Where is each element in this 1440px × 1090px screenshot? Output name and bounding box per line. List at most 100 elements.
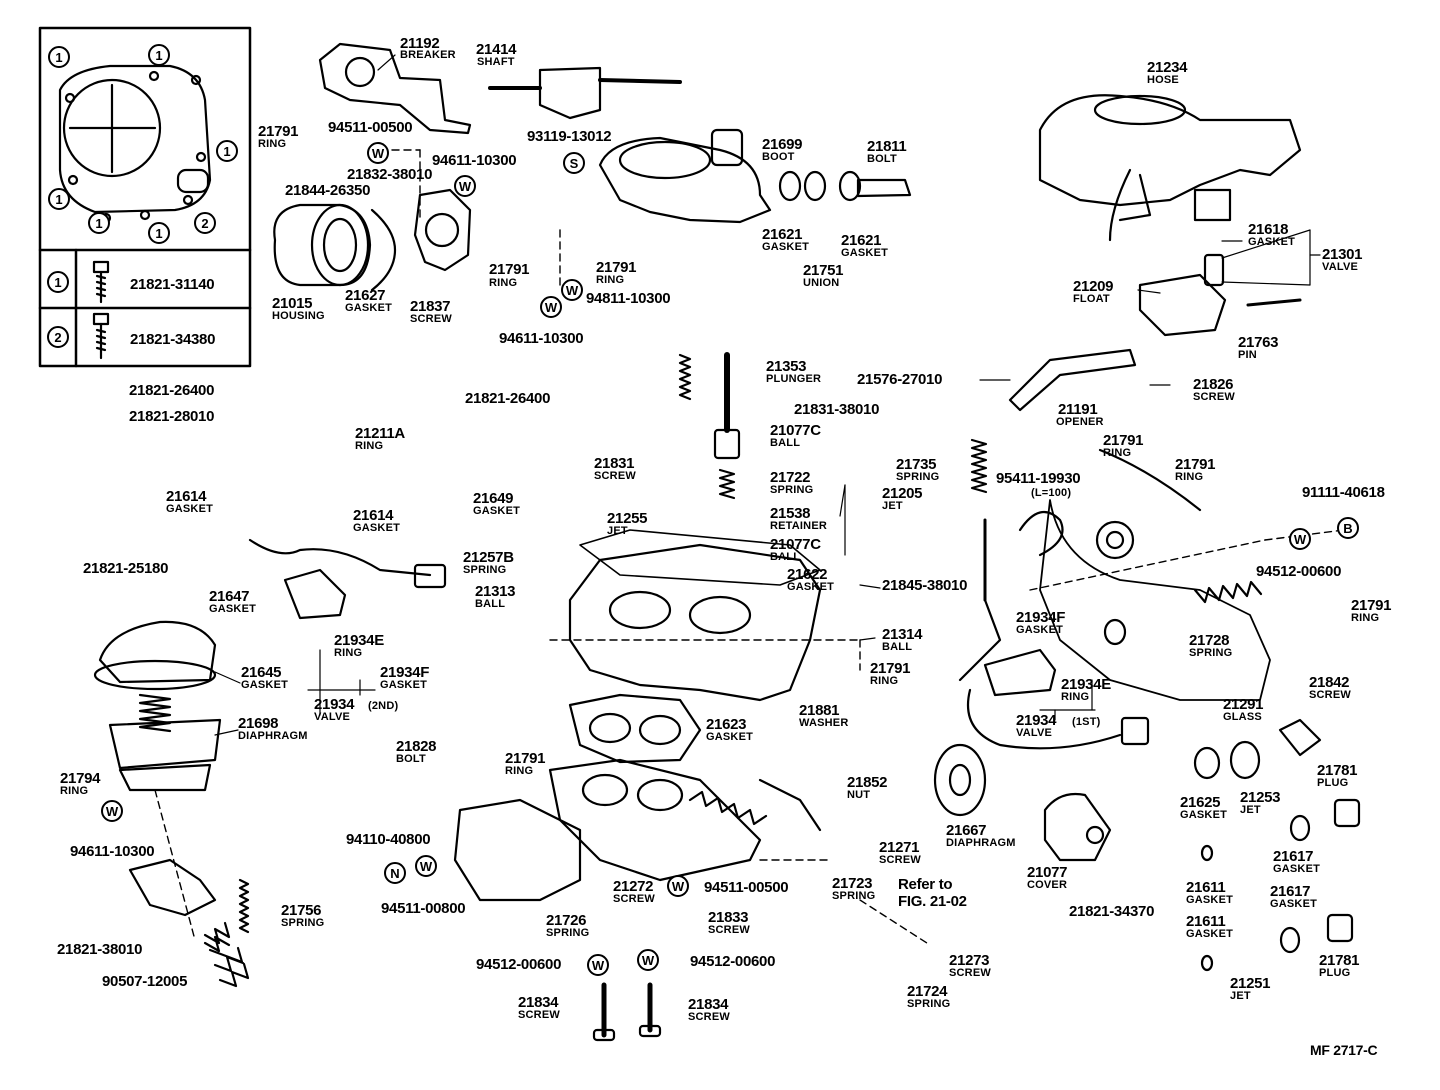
part-name-jet: JET [1240,804,1261,816]
part-label-21728: 21728 [1189,632,1230,649]
part-label-21192: 21192 [400,35,440,52]
part-label-21791-e: 21791 [1175,456,1216,473]
part-label-21191: 21191 [1058,401,1098,418]
part-label-21272: 21272 [613,878,654,895]
refer-to-figure: FIG. 21-02 [898,893,967,910]
part-label-21791-h: 21791 [505,750,546,767]
part-label-21791-c: 21791 [596,259,637,276]
part-label-21649: 21649 [473,490,514,507]
throttle-body-flange-outline [58,64,212,214]
inset-callout-1: 1 [216,140,238,162]
part-name-screw: SCREW [613,893,655,905]
nut-marker: N [384,862,406,884]
part-name-gasket: GASKET [473,505,521,517]
part-label-21625: 21625 [1180,794,1221,811]
part-label-21934e: 21934E [334,632,384,649]
bolt-21821-34380-drawing [92,312,110,360]
inset-key-2: 2 [47,326,69,348]
part-name-valve: VALVE [1322,261,1359,273]
part-name-screw: SCREW [688,1011,730,1023]
washer-marker: W [454,175,476,197]
part-label-21209: 21209 [1073,278,1114,295]
part-name-gasket: GASKET [1016,624,1064,636]
diaphragm-21698-drawing [108,718,222,770]
part-name-cover: COVER [1027,879,1068,891]
inset-key-1: 1 [47,271,69,293]
spring-21756-drawing [238,878,250,934]
spring-diaphragm-drawing [138,693,172,733]
part-label-21667: 21667 [946,822,987,839]
part-label-21831-38010: 21831-38010 [794,401,880,418]
inset-callout-2: 2 [194,212,216,234]
inset-callout-1: 1 [148,222,170,244]
part-label-21821-26400-b: 21821-26400 [465,390,551,407]
part-name-glass: GLASS [1223,711,1262,723]
part-name-gasket: GASKET [1270,898,1318,910]
washer-marker: W [540,296,562,318]
part-name-washer: WASHER [799,717,849,729]
part-name-ring: RING [1351,612,1380,624]
spring-21735-drawing [970,438,988,494]
washer-marker: W [587,954,609,976]
part-label-21724: 21724 [907,983,948,1000]
housing-21015-drawing [273,203,372,287]
part-label-21934f: 21934F [1016,609,1066,626]
part-label-21934f-b: 21934F [380,664,430,681]
part-name-valve: VALVE [1016,727,1053,739]
part-label-21253: 21253 [1240,789,1281,806]
part-name-length: (L=100) [1031,487,1072,499]
part-label-21611-b: 21611 [1186,913,1226,930]
inset-callout-1: 1 [148,44,170,66]
part-label-90507-12005: 90507-12005 [102,973,188,990]
spring-plunger-drawing [678,353,692,401]
part-label-21645: 21645 [241,664,282,681]
part-name-spring: SPRING [463,564,507,576]
part-name-screw: SCREW [1193,391,1235,403]
part-name-gasket: GASKET [166,503,214,515]
part-name-plug: PLUG [1317,777,1349,789]
part-name-screw: SCREW [594,470,636,482]
part-label-21781-b: 21781 [1319,952,1360,969]
part-name-ball: BALL [475,598,506,610]
part-name-spring: SPRING [770,484,814,496]
part-name-nut: NUT [847,789,871,801]
part-label-21291: 21291 [1223,696,1264,713]
part-label-21623: 21623 [706,716,747,733]
part-name-jet: JET [1230,990,1251,1002]
part-label-21723: 21723 [832,875,873,892]
part-label-21763: 21763 [1238,334,1279,351]
part-label-21538: 21538 [770,505,811,522]
bolt-21821-31140-drawing [92,260,110,304]
part-label-21271: 21271 [879,839,920,856]
part-name-spring: SPRING [832,890,876,902]
part-label-21257b: 21257B [463,549,514,566]
part-name-gasket: GASKET [353,522,401,534]
lever-linkage-drawing [128,858,217,917]
washer-marker: W [561,279,583,301]
part-name-hose: HOSE [1147,74,1179,86]
part-label-21301: 21301 [1322,246,1363,263]
throttle-body-lower-drawing [548,758,762,882]
part-name-ring: RING [596,274,625,286]
part-name-ball: BALL [770,551,801,563]
part-label-21881: 21881 [799,702,840,719]
part-name-spring: SPRING [546,927,590,939]
part-label-21211a: 21211A [355,425,405,442]
part-label-21794: 21794 [60,770,101,787]
part-name-ball: BALL [882,641,913,653]
part-label-21828: 21828 [396,738,437,755]
part-label-21834: 21834 [518,994,559,1011]
part-label-21834-b: 21834 [688,996,729,1013]
solenoid-valve-1st-drawing [983,648,1057,697]
part-label-21077c-b: 21077C [770,536,821,553]
part-name-spring: SPRING [1189,647,1233,659]
part-name-ring: RING [355,440,384,452]
part-name-screw: SCREW [1309,689,1351,701]
part-label-21614: 21614 [166,488,207,505]
part-label-94611-10300: 94611-10300 [432,152,517,169]
part-note-2nd: (2ND) [368,700,399,712]
part-name-valve: VALVE [314,711,351,723]
diaphragm-cover-drawing [413,188,472,272]
part-name-gasket: GASKET [1180,809,1228,821]
